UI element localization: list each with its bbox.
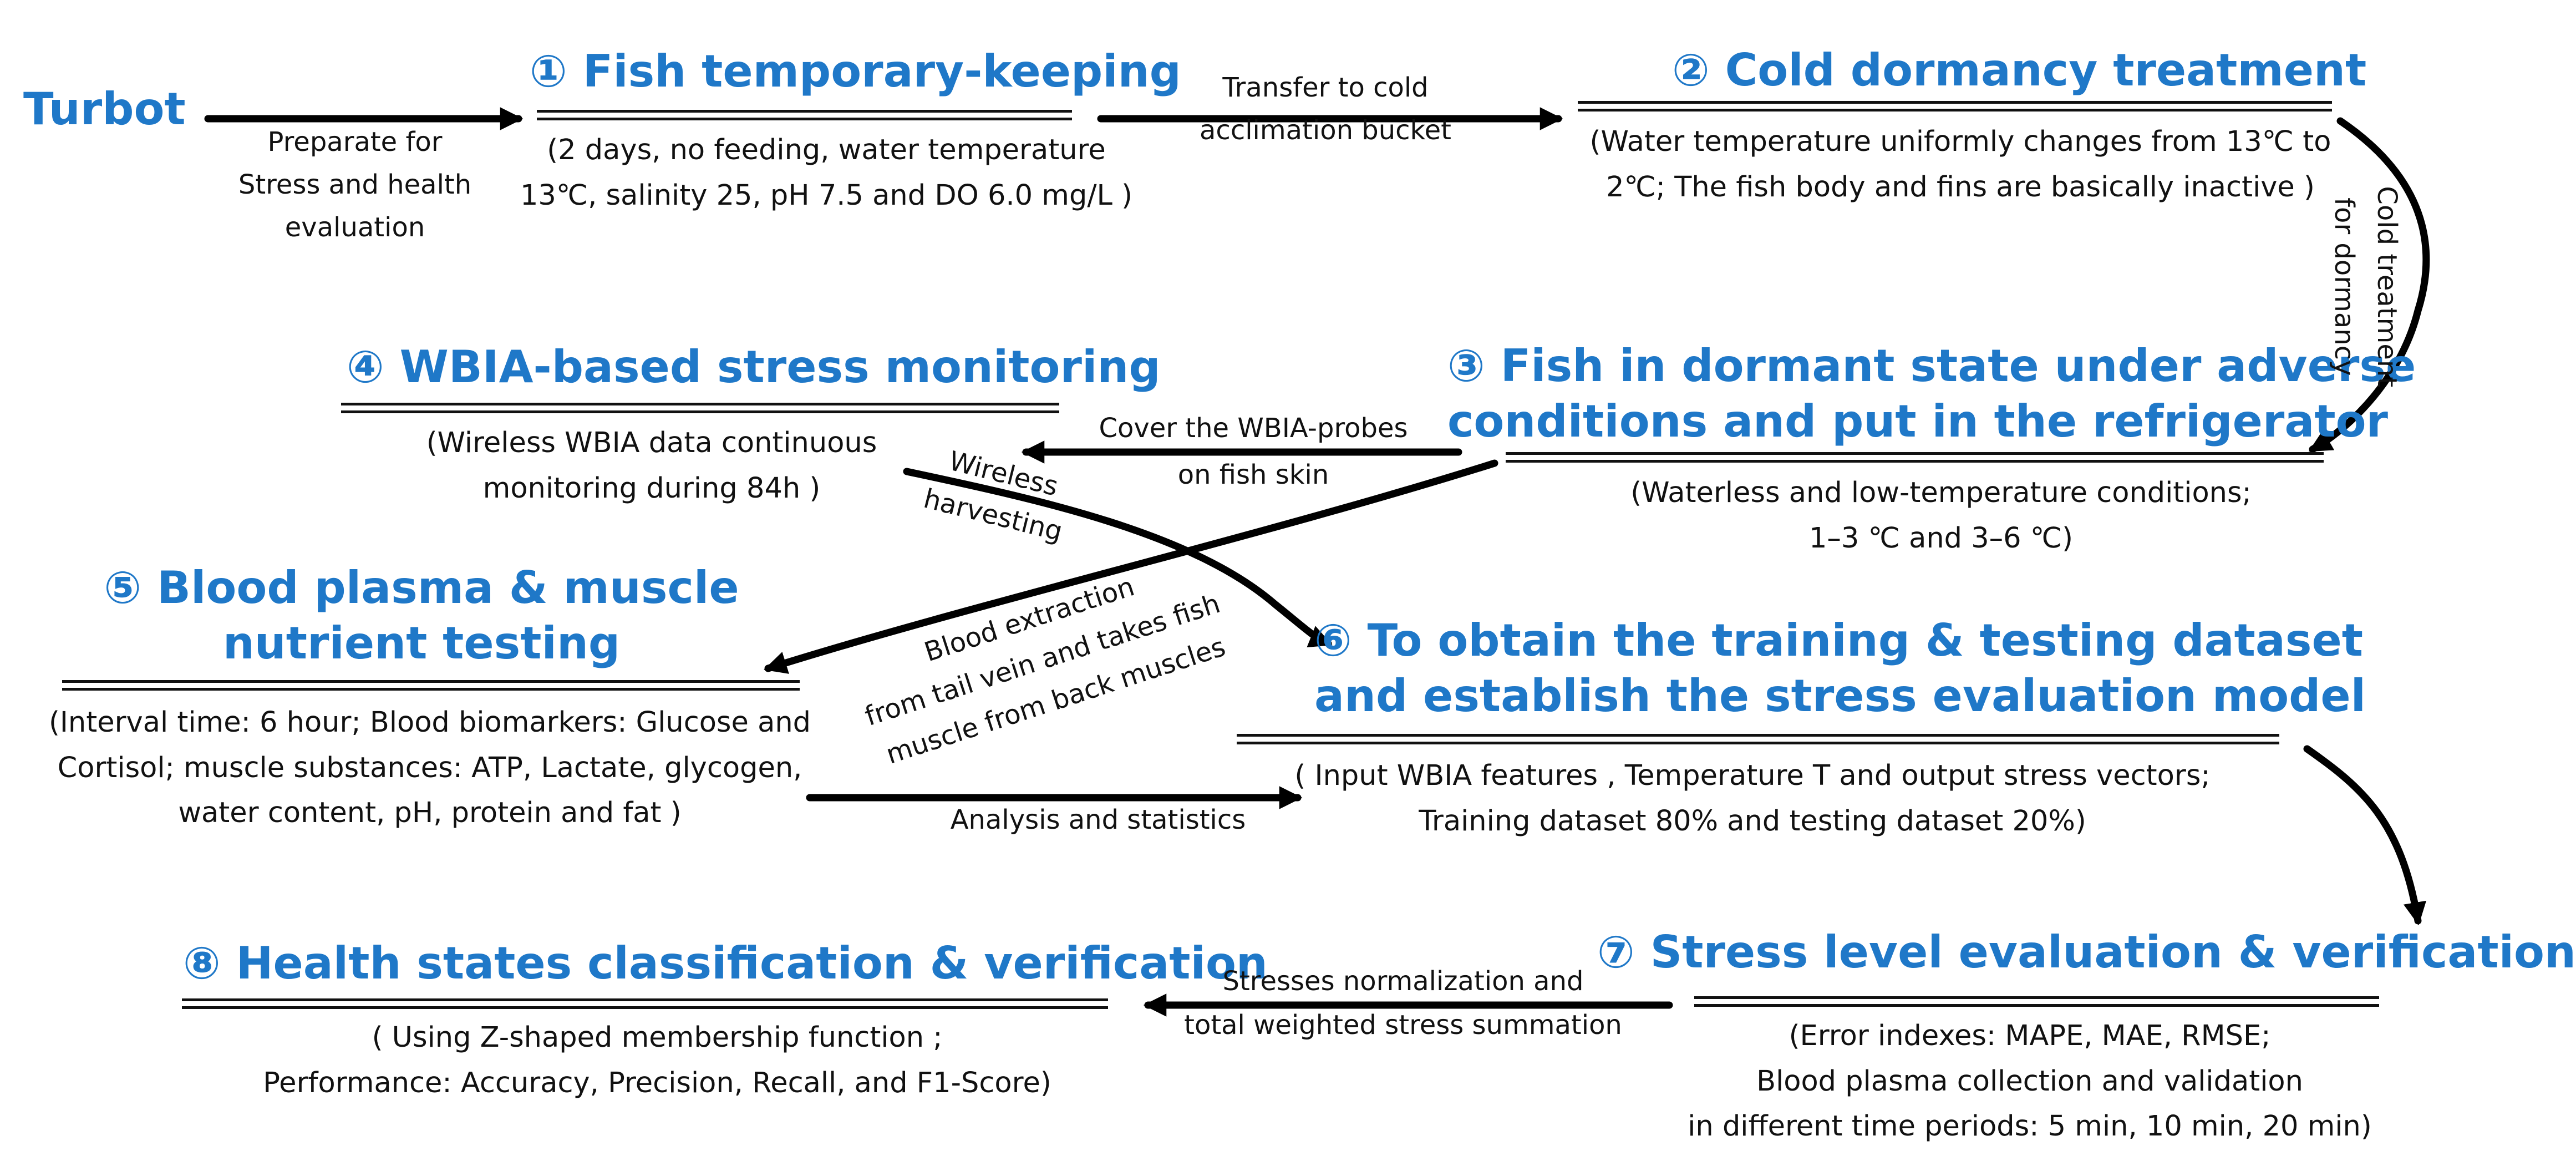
arrow-label-cover-line2: on fish skin <box>1177 459 1329 490</box>
step6-desc: ( Input WBIA features , Temperature T an… <box>1270 753 2235 844</box>
step1-desc-line1: (2 days, no feeding, water temperature <box>547 134 1106 166</box>
step7-desc-line2: Blood plasma collection and validation <box>1756 1064 2303 1098</box>
step5-desc-line1: (Interval time: 6 hour; Blood biomarkers… <box>48 706 811 739</box>
arrow-label-prepare-line2: Stress and health <box>238 169 472 200</box>
step4-rule <box>341 403 1059 413</box>
step8-rule <box>182 998 1108 1009</box>
step8-desc-line2: Performance: Accuracy, Precision, Recall… <box>263 1066 1051 1099</box>
step6-title-line1: ⑥ To obtain the training & testing datas… <box>1314 615 2363 666</box>
arrow-label-prepare: Preparate for Stress and health evaluati… <box>222 121 488 249</box>
step6-desc-line1: ( Input WBIA features , Temperature T an… <box>1294 759 2211 792</box>
step8-desc-line1: ( Using Z-shaped membership function ; <box>372 1021 943 1054</box>
arrow-step4-to-step6 <box>903 468 1333 647</box>
arrow-label-cover: Cover the WBIA-probes on fish skin <box>1059 405 1447 498</box>
step3-rule <box>1506 452 2324 463</box>
step2-desc-line2: 2℃; The fish body and fins are basically… <box>1606 170 2315 204</box>
step4-desc-line2: monitoring during 84h ) <box>482 471 821 505</box>
step8-title: ⑧ Health states classification & verific… <box>183 937 1268 989</box>
arrow-label-cold-line2: for dormancy <box>2329 197 2360 376</box>
arrow-label-cold: Cold treatment for dormancy <box>2323 148 2408 425</box>
arrow-label-stresses-line2: total weighted stress summation <box>1184 1010 1622 1041</box>
step8-desc: ( Using Z-shaped membership function ; P… <box>230 1015 1084 1106</box>
step1-desc-line2: 13℃, salinity 25, pH 7.5 and DO 6.0 mg/L… <box>520 179 1133 212</box>
step2-rule <box>1578 101 2332 111</box>
arrow-label-cover-line1: Cover the WBIA-probes <box>1099 413 1408 444</box>
step3-title-line2: conditions and put in the refrigerator <box>1447 396 2388 447</box>
arrow-label-prepare-line3: evaluation <box>284 211 425 243</box>
arrow-step6-to-step7 <box>2303 745 2427 926</box>
step3-desc-line1: (Waterless and low-temperature condition… <box>1630 476 2252 509</box>
step5-desc-line3: water content, pH, protein and fat ) <box>178 797 682 830</box>
arrow-label-prepare-line1: Preparate for <box>267 126 443 158</box>
arrow-label-stresses: Stresses normalization and total weighte… <box>1170 960 1636 1047</box>
arrow-label-cold-line1: Cold treatment <box>2371 186 2402 388</box>
arrow-step3-to-step5 <box>764 459 1498 674</box>
step7-rule <box>1694 996 2379 1007</box>
arrow-label-analysis: Analysis and statistics <box>950 804 1246 835</box>
step2-title: ② Cold dormancy treatment <box>1672 44 2367 96</box>
step5-title-line2: nutrient testing <box>222 617 621 669</box>
step3-title-line1: ③ Fish in dormant state under adverse <box>1447 340 2416 392</box>
arrow-step2-to-step3 <box>2308 117 2430 453</box>
step7-desc-line3: in different time periods: 5 min, 10 min… <box>1688 1110 2372 1143</box>
step1-rule <box>537 110 1072 120</box>
step5-title-line1: ⑤ Blood plasma & muscle <box>104 562 739 613</box>
step5-rule <box>62 680 800 691</box>
step3-desc: (Waterless and low-temperature condition… <box>1553 470 2329 561</box>
step7-title: ⑦ Stress level evaluation & verification <box>1597 926 2576 978</box>
step1-desc: (2 days, no feeding, water temperature 1… <box>494 128 1159 218</box>
step6-title-line2: and establish the stress evaluation mode… <box>1314 670 2366 722</box>
step4-desc-line1: (Wireless WBIA data continuous <box>426 427 877 459</box>
step6-title: ⑥ To obtain the training & testing datas… <box>1314 613 2366 724</box>
step7-desc: (Error indexes: MAPE, MAE, RMSE; Blood p… <box>1669 1013 2390 1149</box>
step2-desc-line1: (Water temperature uniformly changes fro… <box>1589 125 2331 158</box>
arrow-label-stresses-line1: Stresses normalization and <box>1222 966 1584 997</box>
step6-rule <box>1237 734 2279 744</box>
step5-title: ⑤ Blood plasma & muscle nutrient testing <box>89 560 754 671</box>
start-label-turbot: Turbot <box>23 83 186 135</box>
step3-desc-line2: 1–3 ℃ and 3–6 ℃) <box>1808 521 2074 555</box>
arrow-label-transfer-line2: acclimation bucket <box>1200 114 1451 146</box>
step3-title: ③ Fish in dormant state under adverse co… <box>1447 338 2416 449</box>
step4-title: ④ WBIA-based stress monitoring <box>347 341 1161 393</box>
step5-desc: (Interval time: 6 hour; Blood biomarkers… <box>36 700 824 836</box>
arrow-label-transfer: Transfer to cold acclimation bucket <box>1154 67 1497 152</box>
step7-desc-line1: (Error indexes: MAPE, MAE, RMSE; <box>1789 1020 2271 1052</box>
step1-title: ① Fish temporary-keeping <box>530 45 1181 97</box>
step6-desc-line2: Training dataset 80% and testing dataset… <box>1419 804 2086 838</box>
arrow-label-transfer-line1: Transfer to cold <box>1222 72 1429 103</box>
arrows-layer <box>204 107 2430 1017</box>
step4-desc: (Wireless WBIA data continuous monitorin… <box>397 420 907 511</box>
step5-desc-line2: Cortisol; muscle substances: ATP, Lactat… <box>57 751 802 784</box>
step2-desc: (Water temperature uniformly changes fro… <box>1575 119 2346 210</box>
